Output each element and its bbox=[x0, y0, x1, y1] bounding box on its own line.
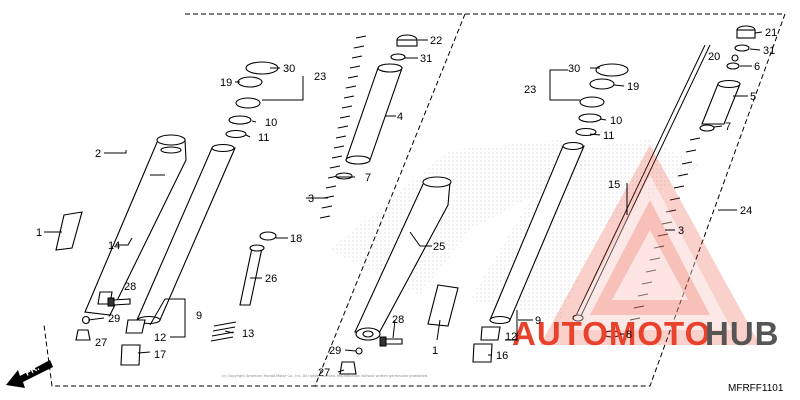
socket-bolt-28 bbox=[107, 297, 131, 307]
washer-7 bbox=[335, 172, 353, 180]
fork-outer-tube-25 bbox=[354, 176, 452, 341]
callout: 20 bbox=[708, 51, 720, 63]
ring-19 bbox=[237, 76, 263, 88]
callout: 17 bbox=[154, 349, 166, 361]
callout: 7 bbox=[725, 121, 731, 133]
piston-ring-18 bbox=[259, 231, 277, 241]
callout: 14 bbox=[108, 240, 120, 252]
backup-ring-23b bbox=[579, 96, 605, 108]
callouts-left: 2 1 14 28 29 27 12 17 9 13 26 18 3 11 10… bbox=[36, 35, 442, 361]
callout: 7 bbox=[365, 172, 371, 184]
dust-seal-16 bbox=[472, 343, 493, 363]
direction-label: FR. bbox=[23, 362, 40, 378]
oil-lock-piece-12b bbox=[480, 326, 501, 341]
fork-outer-tube-2 bbox=[84, 134, 187, 316]
callout: 24 bbox=[740, 205, 752, 217]
callout: 30 bbox=[568, 63, 580, 75]
callout: 29 bbox=[108, 313, 120, 325]
fork-inner-tube-9b bbox=[489, 141, 585, 325]
callout: 26 bbox=[265, 273, 277, 285]
socket-bolt-28b bbox=[379, 336, 403, 347]
middle-fork-group bbox=[339, 63, 629, 375]
callout: 25 bbox=[433, 241, 445, 253]
fork-cap-22 bbox=[396, 34, 418, 47]
callout: 22 bbox=[430, 35, 442, 47]
dust-seal-17 bbox=[120, 344, 141, 366]
watermark-word-b: HUB bbox=[705, 315, 780, 352]
rebound-spring-13 bbox=[210, 321, 237, 342]
callout: 28 bbox=[124, 281, 136, 293]
callout: 28 bbox=[392, 314, 404, 326]
washer-10 bbox=[228, 115, 252, 125]
fork-guide-1 bbox=[55, 211, 83, 251]
spring-collar-5 bbox=[701, 79, 741, 125]
callout: 9 bbox=[196, 310, 202, 322]
callout: 6 bbox=[754, 61, 760, 73]
fork-cap-21 bbox=[736, 25, 756, 39]
callout: 11 bbox=[258, 132, 269, 144]
watermark-word-a: AUTOMOTO bbox=[512, 315, 711, 352]
diagram-code: MFRFF1101 bbox=[728, 383, 784, 394]
callout: 23 bbox=[524, 84, 536, 96]
fork-spring-3 bbox=[319, 35, 367, 219]
callout: 27 bbox=[318, 367, 330, 379]
callout: 1 bbox=[36, 227, 42, 239]
callout: 16 bbox=[496, 350, 508, 362]
callout: 11 bbox=[603, 130, 614, 142]
callout: 9 bbox=[535, 315, 541, 327]
callout: 27 bbox=[95, 337, 107, 349]
callout: 1 bbox=[432, 345, 438, 357]
drain-screw-27 bbox=[75, 329, 91, 341]
callouts-right: 21 31 20 6 5 7 15 3 24 8 bbox=[608, 27, 777, 341]
fork-spring-3b bbox=[629, 137, 701, 321]
fork-guide-1b bbox=[427, 284, 459, 327]
callout: 15 bbox=[608, 179, 620, 191]
callout: 21 bbox=[765, 27, 777, 39]
callout: 31 bbox=[420, 53, 432, 65]
fork-inner-tube-9 bbox=[136, 143, 236, 325]
callout: 31 bbox=[763, 45, 775, 57]
callout: 12 bbox=[505, 331, 517, 343]
o-ring-31 bbox=[390, 53, 406, 61]
damper-rod-26 bbox=[239, 244, 265, 306]
automotohub-logo bbox=[540, 145, 760, 345]
oil-lock-piece-12 bbox=[125, 319, 146, 334]
callout: 3 bbox=[308, 193, 314, 205]
ring-20 bbox=[731, 54, 739, 62]
callout: 30 bbox=[283, 63, 295, 75]
callout: 10 bbox=[610, 115, 622, 127]
seal-30b bbox=[595, 63, 629, 77]
left-fork-group bbox=[55, 34, 418, 366]
clip-11 bbox=[225, 129, 247, 139]
washer-7b bbox=[699, 124, 715, 132]
washer-10b bbox=[578, 113, 602, 123]
callout: 23 bbox=[314, 71, 326, 83]
callout: 5 bbox=[750, 91, 756, 103]
o-ring-31b bbox=[734, 44, 750, 52]
callout: 19 bbox=[220, 77, 232, 89]
callout: 4 bbox=[397, 111, 403, 123]
leader-lines bbox=[44, 31, 763, 373]
copyright-notice: (c) Copyright American Honda Motor Co., … bbox=[222, 374, 428, 378]
backup-ring-23 bbox=[235, 97, 261, 109]
callout: 3 bbox=[678, 225, 684, 237]
right-fork-group bbox=[572, 25, 756, 338]
callout: 29 bbox=[329, 345, 341, 357]
callout: 10 bbox=[265, 117, 277, 129]
callout: 18 bbox=[290, 233, 302, 245]
callout: 12 bbox=[154, 332, 166, 344]
callout: 2 bbox=[95, 148, 101, 160]
callout: 13 bbox=[242, 328, 254, 340]
nut-6 bbox=[726, 62, 740, 70]
washer-29b bbox=[355, 347, 363, 355]
ring-19b bbox=[589, 78, 615, 90]
callout: 19 bbox=[627, 81, 639, 93]
callout: 8 bbox=[626, 329, 632, 341]
spacer-pipe-4 bbox=[345, 63, 403, 165]
drain-screw-27b bbox=[339, 361, 357, 375]
front-direction-arrow: FR. bbox=[6, 360, 53, 388]
damper-rod-15 bbox=[572, 44, 711, 322]
callouts-middle: 25 28 29 27 1 9 12 16 11 10 19 30 23 bbox=[318, 63, 639, 379]
